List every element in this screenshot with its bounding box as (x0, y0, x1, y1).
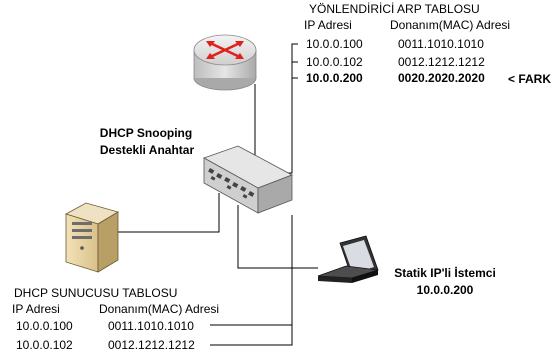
dhcp-row-mac: 0012.1212.1212 (108, 338, 195, 352)
dhcp-row-ip: 10.0.0.102 (16, 338, 73, 352)
arp-row-mac-highlight: 0020.2020.2020 (398, 71, 485, 85)
link-switch-arp (282, 43, 298, 174)
client-label-line1: Statik IP'li İstemci (394, 266, 496, 280)
arp-row-ip: 10.0.0.100 (306, 37, 363, 51)
arp-row-ip-highlight: 10.0.0.200 (306, 71, 363, 85)
switch-label-line1: DHCP Snooping (99, 126, 193, 140)
arp-row-mac: 0011.1010.1010 (398, 37, 484, 51)
dhcp-row-ip: 10.0.0.100 (16, 319, 73, 333)
server-icon[interactable] (64, 202, 120, 273)
dhcp-col-mac: Donanım(MAC) Adresi (99, 302, 220, 316)
router-icon[interactable] (193, 34, 257, 91)
laptop-icon[interactable] (317, 235, 379, 283)
dhcp-col-ip: IP Adresi (12, 302, 60, 316)
link-dhcp-table (210, 215, 293, 326)
switch-label-line2: Destekli Anahtar (99, 143, 195, 157)
link-switch-server (112, 193, 220, 233)
link-dhcp-row2 (210, 325, 293, 346)
client-ip-label: 10.0.0.200 (416, 283, 474, 297)
arp-col-mac: Donanım(MAC) Adresi (390, 18, 511, 32)
dhcp-row-mac: 0011.1010.1010 (108, 319, 194, 333)
link-switch-laptop (237, 205, 318, 269)
arp-table-title: YÖNLENDİRİCİ ARP TABLOSU (309, 2, 480, 16)
arp-col-ip: IP Adresi (304, 18, 352, 32)
arp-row-ip: 10.0.0.102 (306, 55, 363, 69)
diff-note: < FARK (508, 72, 552, 86)
arp-row-mac: 0012.1212.1212 (398, 55, 485, 69)
dhcp-table-title: DHCP SUNUCUSU TABLOSU (14, 286, 178, 300)
switch-icon[interactable] (203, 145, 293, 214)
